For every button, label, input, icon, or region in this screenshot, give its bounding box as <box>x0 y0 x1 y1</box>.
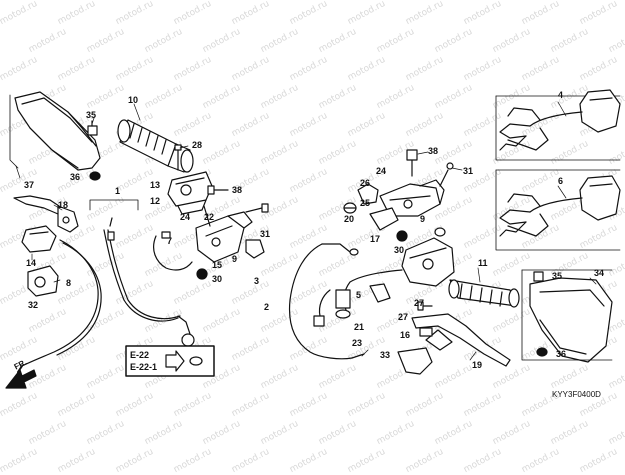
callout-15: 15 <box>212 260 223 270</box>
callout-12: 12 <box>150 196 161 206</box>
left-switch-housing <box>195 205 253 263</box>
callout-8: 8 <box>66 278 72 288</box>
bolt-35-right <box>533 271 544 282</box>
callout-13: 13 <box>150 180 161 190</box>
callout-24-right: 24 <box>376 166 387 176</box>
throttle-grip <box>117 119 194 173</box>
harness-7 <box>153 231 193 271</box>
reference-e22: E-22 <box>130 350 150 360</box>
nut-30-left <box>196 268 208 280</box>
screw-28 <box>174 144 182 171</box>
diagram-code: KYY3F0400D <box>552 390 601 399</box>
nut-30-right <box>396 230 408 242</box>
throttle-cable-2 <box>288 243 365 360</box>
callout-17: 17 <box>370 234 381 244</box>
callout-26: 26 <box>360 178 371 188</box>
nut-36-left <box>89 171 101 181</box>
right-switch-housing <box>401 227 455 287</box>
switch-harness-right <box>313 269 403 327</box>
callout-27-lower: 27 <box>398 312 409 322</box>
callout-22: 22 <box>204 212 215 222</box>
throttle-housing-13-12 <box>167 171 213 215</box>
callout-35-right: 35 <box>552 271 563 281</box>
callout-4: 4 <box>558 90 564 100</box>
callout-21: 21 <box>354 322 365 332</box>
callout-32: 32 <box>28 300 39 310</box>
callout-31-right: 31 <box>463 166 474 176</box>
callout-30-right: 30 <box>394 245 405 255</box>
callout-3: 3 <box>254 276 260 286</box>
callout-7: 7 <box>167 236 173 246</box>
bolt-31-left <box>245 203 269 213</box>
bolt-38-right <box>406 149 418 177</box>
callout-23: 23 <box>352 338 363 348</box>
callout-36-right: 36 <box>556 349 567 359</box>
callout-5: 5 <box>356 290 362 300</box>
reference-e22-1: E-22-1 <box>130 362 158 372</box>
callout-1: 1 <box>115 186 121 196</box>
callout-27-upper: 27 <box>414 298 425 308</box>
callout-34: 34 <box>594 268 605 278</box>
leader-lines <box>15 101 597 361</box>
callout-16: 16 <box>400 330 411 340</box>
callout-35-left: 35 <box>86 110 97 120</box>
callout-30-left: 30 <box>212 274 223 284</box>
callout-18: 18 <box>58 200 69 210</box>
callout-36-left: 36 <box>70 172 81 182</box>
box-6-frame <box>495 169 621 251</box>
switch-assembly-6 <box>499 175 621 237</box>
switch-assembly-4 <box>499 89 621 151</box>
screw-38-left <box>207 185 229 195</box>
callout-28: 28 <box>192 140 203 150</box>
front-direction-arrow <box>5 369 37 389</box>
reference-box-frame <box>125 345 215 377</box>
clamp-3 <box>245 239 265 259</box>
lever-cover-33 <box>397 347 433 375</box>
clutch-lever <box>13 195 79 233</box>
clutch-switch-14 <box>21 225 57 253</box>
callout-33: 33 <box>380 350 391 360</box>
clamp-3-right <box>369 283 391 303</box>
callout-37: 37 <box>24 180 35 190</box>
nut-36-right <box>536 347 548 357</box>
callout-20: 20 <box>344 214 355 224</box>
clamp-17 <box>369 207 399 231</box>
callout-38-left: 38 <box>232 185 243 195</box>
callout-24-left: 24 <box>180 212 191 222</box>
callout-25: 25 <box>360 198 371 208</box>
reservoir-26 <box>357 183 379 205</box>
switch-16 <box>419 327 433 337</box>
callout-11: 11 <box>478 258 488 268</box>
throttle-cable-group <box>89 199 195 347</box>
screw-27 <box>417 301 433 311</box>
callout-6: 6 <box>558 176 564 186</box>
cap-20 <box>343 202 357 214</box>
callout-14: 14 <box>26 258 37 268</box>
bolt-31-right <box>439 162 454 187</box>
callout-10: 10 <box>128 95 139 105</box>
callout-2: 2 <box>264 302 270 312</box>
callout-9-right: 9 <box>420 214 426 224</box>
callout-38-right: 38 <box>428 146 439 156</box>
callout-19: 19 <box>472 360 483 370</box>
grip-11 <box>448 279 520 308</box>
hand-guard-right <box>521 269 613 363</box>
clutch-clamp-32 <box>27 265 59 297</box>
hand-guard-left <box>9 91 101 171</box>
callout-9-left: 9 <box>232 254 238 264</box>
callout-31-left: 31 <box>260 229 271 239</box>
